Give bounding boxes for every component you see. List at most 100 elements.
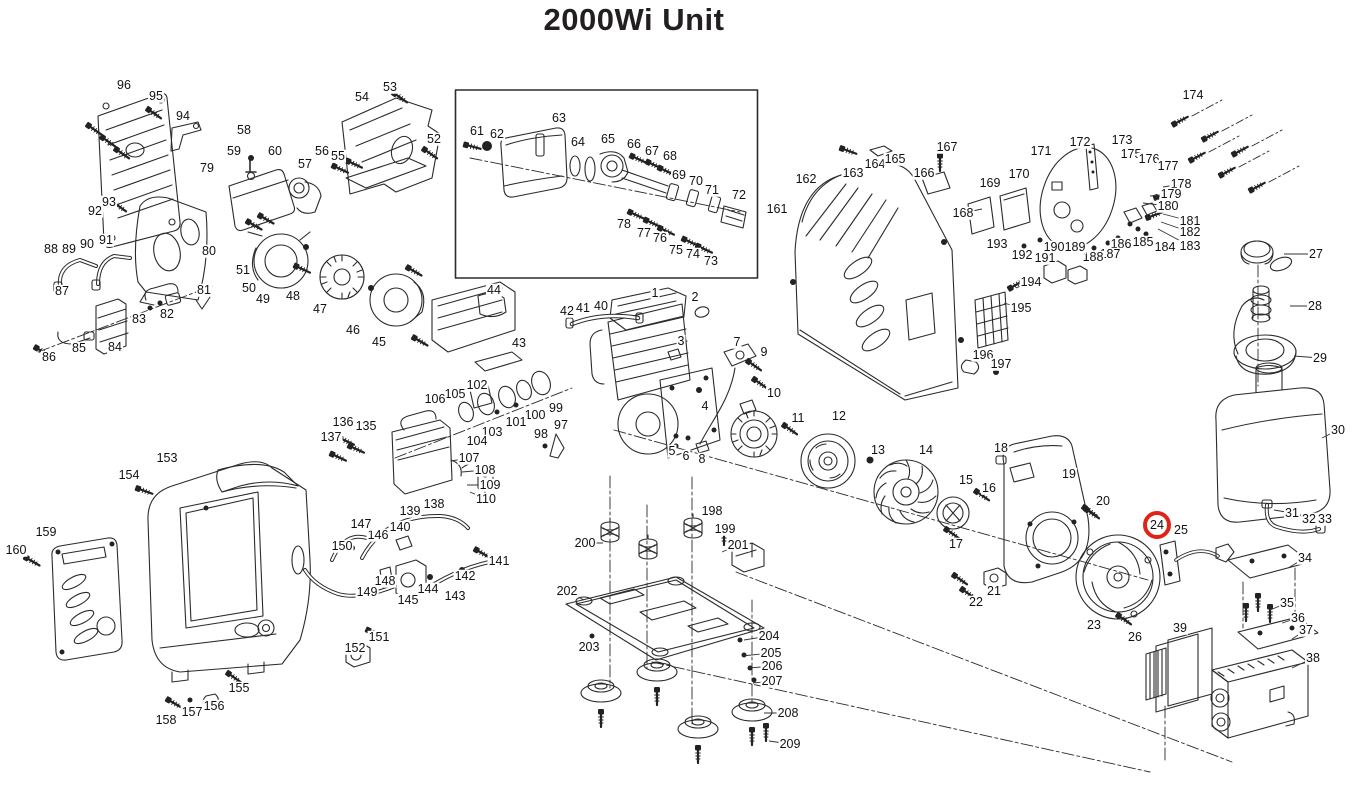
part-label-149: 149 [355, 584, 379, 599]
part-label-76: 76 [652, 230, 668, 245]
part-label-19: 19 [1061, 466, 1077, 481]
part-label-58: 58 [236, 122, 252, 137]
part-label-1: 1 [650, 285, 660, 300]
part-label-32: 32 [1301, 511, 1317, 526]
heat-shield [329, 88, 441, 195]
part-label-167: 167 [935, 139, 959, 154]
part-label-91: 91 [98, 232, 114, 247]
part-label-165: 165 [883, 151, 907, 166]
fuel-line [1261, 499, 1326, 534]
filler-neck [1250, 285, 1272, 323]
part-label-11: 11 [790, 410, 806, 425]
part-label-104: 104 [465, 433, 489, 448]
part-label-161: 161 [765, 201, 789, 216]
part-label-39: 39 [1172, 620, 1188, 635]
part-label-90: 90 [79, 236, 95, 251]
part-label-40: 40 [593, 298, 609, 313]
part-label-209: 209 [778, 736, 802, 751]
part-label-206: 206 [760, 658, 784, 673]
part-label-157: 157 [180, 704, 204, 719]
part-label-48: 48 [285, 288, 301, 303]
part-label-88: 88 [43, 241, 59, 256]
part-label-20: 20 [1095, 493, 1111, 508]
fuel-tank [1215, 362, 1331, 523]
recoil-starter [1075, 504, 1161, 628]
part-label-189: 189 [1063, 239, 1087, 254]
part-label-92: 92 [87, 203, 103, 218]
part-label-208: 208 [776, 705, 800, 720]
part-label-26: 26 [1127, 629, 1143, 644]
part-label-44: 44 [486, 282, 502, 297]
part-label-69: 69 [671, 167, 687, 182]
part-label-205: 205 [759, 645, 783, 660]
part-label-63: 63 [551, 110, 567, 125]
part-label-192: 192 [1010, 247, 1034, 262]
part-label-198: 198 [700, 503, 724, 518]
part-label-188: 188 [1081, 249, 1105, 264]
side-panel [21, 537, 123, 661]
part-label-28: 28 [1307, 298, 1323, 313]
part-label-162: 162 [794, 171, 818, 186]
part-label-179: 179 [1159, 186, 1183, 201]
starter-bracket-cable [1159, 540, 1235, 586]
part-label-25: 25 [1173, 522, 1189, 537]
part-label-53: 53 [382, 79, 398, 94]
part-label-95: 95 [148, 88, 164, 103]
part-label-57: 57 [297, 156, 313, 171]
part-label-15: 15 [958, 472, 974, 487]
part-label-47: 47 [312, 301, 328, 316]
part-label-4: 4 [700, 398, 710, 413]
part-label-191: 191 [1033, 250, 1057, 265]
part-label-193: 193 [985, 236, 1009, 251]
part-label-185: 185 [1131, 234, 1155, 249]
part-label-155: 155 [227, 680, 251, 695]
part-label-30: 30 [1330, 422, 1346, 437]
part-label-105: 105 [443, 386, 467, 401]
part-label-109: 109 [478, 477, 502, 492]
part-label-141: 141 [487, 553, 511, 568]
part-label-108: 108 [473, 462, 497, 477]
part-label-203: 203 [577, 639, 601, 654]
bracket-94 [170, 121, 202, 152]
part-label-82: 82 [159, 306, 175, 321]
part-label-5: 5 [667, 443, 677, 458]
part-label-100: 100 [523, 407, 547, 422]
part-label-183: 183 [1178, 238, 1202, 253]
part-label-2: 2 [690, 289, 700, 304]
part-label-199: 199 [713, 521, 737, 536]
part-label-21: 21 [986, 583, 1002, 598]
part-label-52: 52 [426, 131, 442, 146]
part-label-98: 98 [533, 426, 549, 441]
side-grille [960, 276, 1027, 375]
part-label-93: 93 [101, 194, 117, 209]
part-label-135: 135 [354, 418, 378, 433]
part-label-186: 186 [1109, 236, 1133, 251]
part-label-145: 145 [396, 592, 420, 607]
part-label-106: 106 [423, 391, 447, 406]
part-label-50: 50 [241, 280, 257, 295]
throttle-rod [565, 312, 644, 329]
part-label-180: 180 [1156, 198, 1180, 213]
part-label-56: 56 [314, 143, 330, 158]
part-label-172: 172 [1068, 134, 1092, 149]
part-label-200: 200 [573, 535, 597, 550]
part-label-171: 171 [1029, 143, 1053, 158]
part-label-23: 23 [1086, 617, 1102, 632]
engine-block [589, 287, 721, 459]
part-label-96: 96 [116, 77, 132, 92]
part-label-71: 71 [704, 182, 720, 197]
part-label-66: 66 [626, 136, 642, 151]
part-label-181: 181 [1178, 213, 1202, 228]
part-label-154: 154 [117, 467, 141, 482]
part-label-35: 35 [1279, 595, 1295, 610]
part-label-62: 62 [489, 126, 505, 141]
part-label-184: 184 [1153, 239, 1177, 254]
part-label-38: 38 [1305, 650, 1321, 665]
part-label-166: 166 [912, 165, 936, 180]
part-label-49: 49 [255, 291, 271, 306]
part-label-79: 79 [199, 160, 215, 175]
part-label-74: 74 [685, 246, 701, 261]
part-label-60: 60 [267, 143, 283, 158]
